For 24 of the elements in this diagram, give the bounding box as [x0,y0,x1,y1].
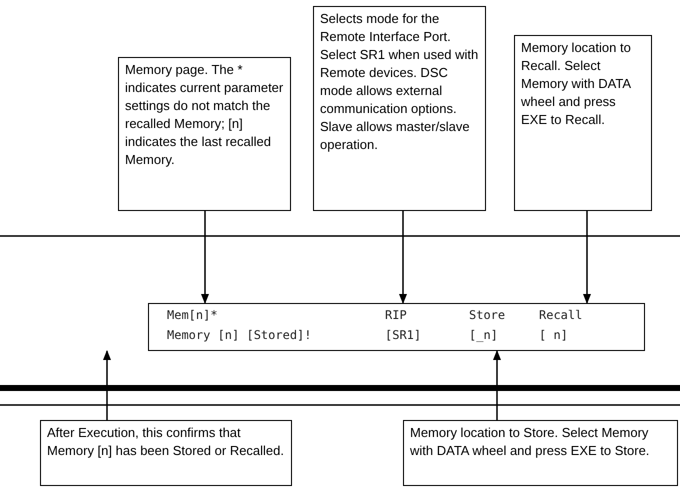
lcd-text: Mem[n]* [167,308,218,322]
arrow [201,211,209,304]
callout-text: Memory location to Recall. Select Memory with DATA wheel and press EXE to Recall. [521,39,632,129]
callout-text: After Execution, this confirms that Memory [n] has been Stored or Recalled. [47,424,285,460]
callout-box [313,6,486,211]
callout-box [514,35,652,211]
lcd-text: [SR1] [385,328,422,342]
arrow [583,211,591,304]
callout-text: Memory page. The * indicates current parameter settings do not match the recalled Memory; [n] indicates the last recalled Memory. [125,61,284,169]
arrow [493,350,501,420]
callout-box [40,420,292,486]
lcd-text: [ n] [539,328,568,342]
callout-text: Memory location to Store. Select Memory with DATA wheel and press EXE to Store. [410,424,650,460]
lcd-text: Store [469,308,506,322]
callout-box [403,420,678,486]
callout-box [118,57,291,211]
lcd-text: RIP [385,308,407,322]
lcd-text: Memory [n] [Stored]! [167,328,312,342]
lcd-text: [_n] [469,328,498,342]
lcd-display [148,303,645,351]
arrow [103,350,111,420]
lcd-text: Recall [539,308,582,322]
arrow [399,211,407,304]
callout-text: Selects mode for the Remote Interface Port. Select SR1 when used with Remote devices. DSC mode allows external communication options. Slave allows master/slave operation. [320,10,479,154]
